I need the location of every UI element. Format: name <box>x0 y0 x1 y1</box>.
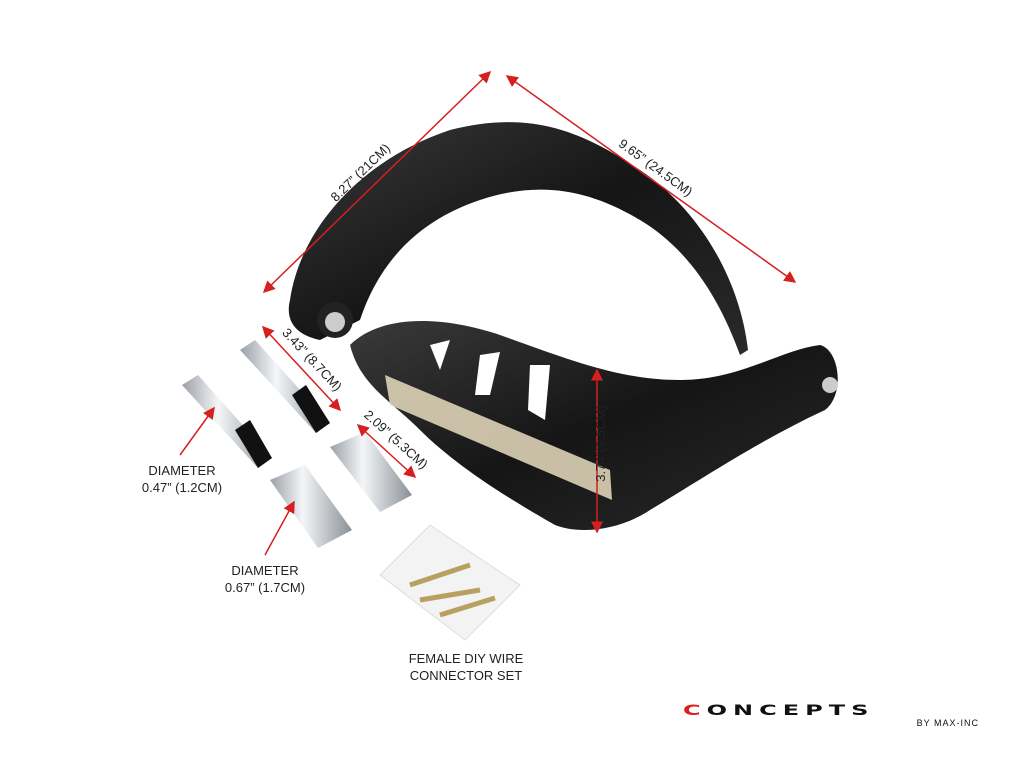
sleeve-diameter-caption: DIAMETER 0.67” (1.7CM) <box>215 562 315 596</box>
connector-set-caption: FEMALE DIY WIRE CONNECTOR SET <box>396 650 536 684</box>
logo-wordmark: CONCEPTS <box>683 702 983 719</box>
bolt-diameter-caption: DIAMETER 0.47” (1.2CM) <box>132 462 232 496</box>
logo-subtitle: BY MAX-INC <box>916 718 979 728</box>
sleeve-left <box>270 465 352 548</box>
bar-end-bolt-long <box>182 375 272 468</box>
sleeve-diameter-value: 0.67” (1.7CM) <box>224 580 306 595</box>
guard-height-label: 3.74”(9.5CM) <box>592 405 608 482</box>
sleeve-diameter-title: DIAMETER <box>231 563 299 578</box>
logo-rest: ONCEPTS <box>706 702 875 719</box>
bolt-diameter-value: 0.47” (1.2CM) <box>141 480 223 495</box>
connector-caption-line1: FEMALE DIY WIRE <box>408 651 524 666</box>
connector-bag <box>379 524 521 641</box>
bolt-diameter-title: DIAMETER <box>148 463 216 478</box>
concepts-logo: CONCEPTS BY MAX-INC <box>683 702 983 728</box>
dimension-arrows <box>179 70 797 556</box>
logo-accent-letter: C <box>683 702 707 719</box>
handguard-back <box>288 122 748 355</box>
connector-caption-line2: CONNECTOR SET <box>409 668 523 683</box>
